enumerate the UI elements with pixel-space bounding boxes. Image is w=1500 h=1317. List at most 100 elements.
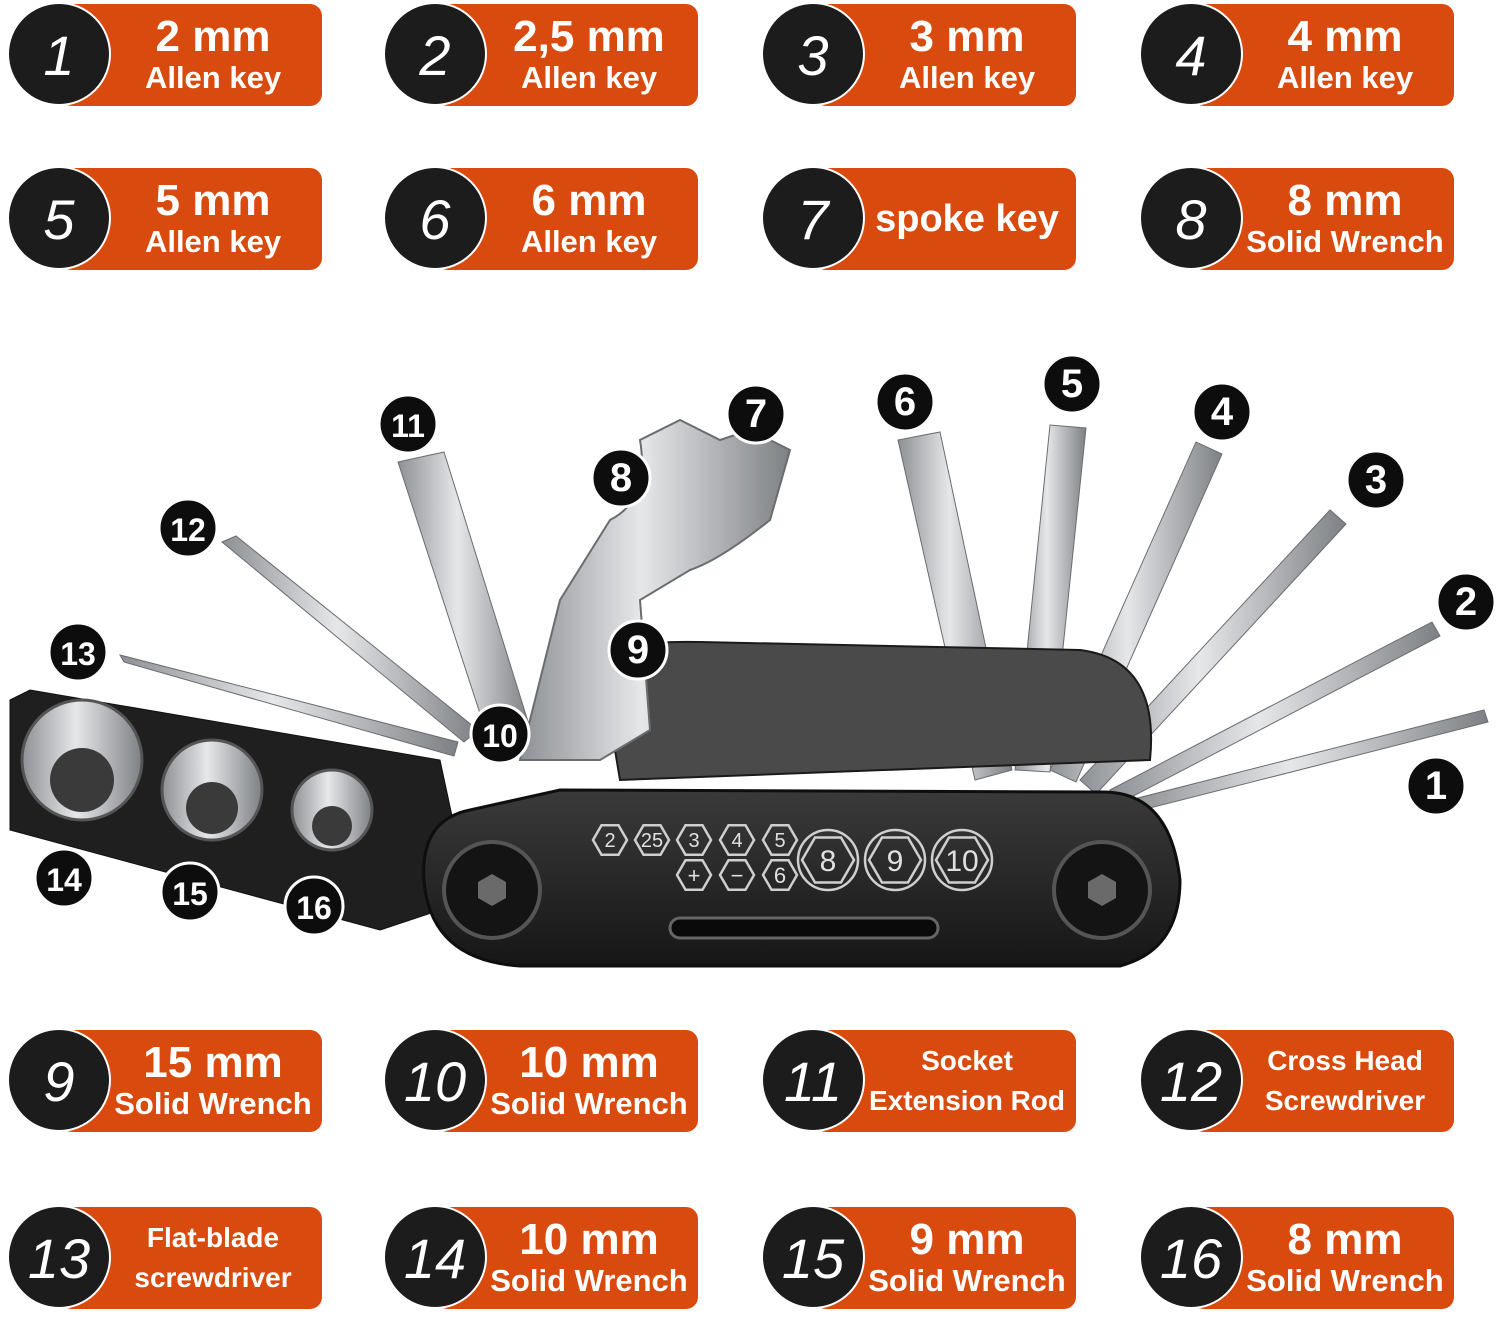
callout-label: 4 — [1211, 390, 1234, 434]
label-line-2: Allen key — [520, 60, 658, 95]
label-line-1: Socket — [921, 1045, 1013, 1076]
number-badge: 9 — [7, 1028, 111, 1132]
hex-mark: 10 — [930, 828, 994, 892]
number-badge: 7 — [761, 166, 865, 270]
label-line-1: 8 mm — [1287, 176, 1403, 225]
label-line-2: Extension Rod — [868, 1085, 1065, 1116]
hex-mark-label: 25 — [641, 830, 663, 852]
callout-16: 16 — [283, 875, 345, 937]
label-line-2: Allen key — [1276, 60, 1414, 95]
label-line-2: Solid Wrench — [114, 1086, 312, 1121]
number-badge: 6 — [383, 166, 487, 270]
label-line-1: 5 mm — [155, 176, 271, 225]
label-line-2: Solid Wrench — [1246, 224, 1444, 259]
label-line-2: Solid Wrench — [490, 1263, 688, 1298]
hex-mark: 3 — [675, 824, 713, 856]
callout-label: 14 — [46, 862, 82, 898]
callout-label: 13 — [60, 636, 96, 672]
callout-11: 11 — [377, 393, 439, 455]
callout-14: 14 — [33, 847, 95, 909]
label-line-2: Allen key — [144, 224, 282, 259]
number-badge: 1 — [7, 2, 111, 106]
hex-mark: + — [675, 859, 713, 891]
hex-mark: 5 — [761, 824, 799, 856]
tool-body — [422, 788, 1182, 968]
socket-holder — [9, 689, 471, 931]
hex-mark-label: 2 — [604, 830, 615, 852]
tool-body-back — [598, 640, 1153, 782]
number-badge: 2 — [383, 2, 487, 106]
callout-label: 10 — [482, 718, 518, 754]
label-line-1: 3 mm — [909, 12, 1025, 61]
label-line-2: Solid Wrench — [868, 1263, 1066, 1298]
callout-label: 7 — [745, 392, 767, 436]
number-badge: 11 — [761, 1028, 865, 1132]
callout-label: 12 — [170, 512, 206, 548]
callout-6: 6 — [874, 371, 936, 433]
callout-13: 13 — [47, 621, 109, 683]
label-line-1: 10 mm — [519, 1215, 659, 1264]
hex-mark: 8 — [796, 828, 860, 892]
hex-mark-label: 9 — [887, 845, 904, 878]
label-line-2: Allen key — [144, 60, 282, 95]
hex-mark: 9 — [863, 828, 927, 892]
callout-10: 10 — [469, 703, 531, 765]
hex-mark-label: 10 — [945, 845, 978, 878]
label-line-2: Solid Wrench — [1246, 1263, 1444, 1298]
callout-label: 5 — [1061, 362, 1083, 406]
number-badge: 3 — [761, 2, 865, 106]
callout-4: 4 — [1191, 381, 1253, 443]
callout-label: 9 — [627, 628, 649, 672]
hex-mark-label: − — [731, 863, 744, 888]
number-badge: 14 — [383, 1205, 487, 1309]
hex-mark: 4 — [718, 824, 756, 856]
label-line-1: Flat-blade — [146, 1222, 280, 1253]
label-line-1: spoke key — [875, 198, 1059, 240]
number-badge: 12 — [1139, 1028, 1243, 1132]
hex-mark-label: + — [688, 863, 701, 888]
label-line-1: 6 mm — [531, 176, 647, 225]
hex-mark-label: 8 — [820, 845, 837, 878]
label-line-2: Allen key — [898, 60, 1036, 95]
wrench-plate-9 — [598, 640, 1153, 782]
label-line-1: 15 mm — [143, 1038, 283, 1087]
callout-label: 8 — [610, 456, 632, 500]
number-badge: 10 — [383, 1028, 487, 1132]
callout-label: 2 — [1455, 580, 1477, 624]
label-line-1: Cross Head — [1267, 1045, 1423, 1076]
callout-label: 3 — [1365, 458, 1387, 502]
number-badge: 8 — [1139, 166, 1243, 270]
callout-15: 15 — [159, 861, 221, 923]
label-line-2: Screwdriver — [1264, 1085, 1426, 1116]
number-badge: 15 — [761, 1205, 865, 1309]
callout-2: 2 — [1435, 571, 1497, 633]
hex-mark: − — [718, 859, 756, 891]
callout-5: 5 — [1041, 353, 1103, 415]
hex-mark-label: 3 — [688, 830, 699, 852]
callout-label: 16 — [296, 890, 332, 926]
number-badge: 5 — [7, 166, 111, 270]
callout-1: 1 — [1405, 755, 1467, 817]
callout-12: 12 — [157, 497, 219, 559]
